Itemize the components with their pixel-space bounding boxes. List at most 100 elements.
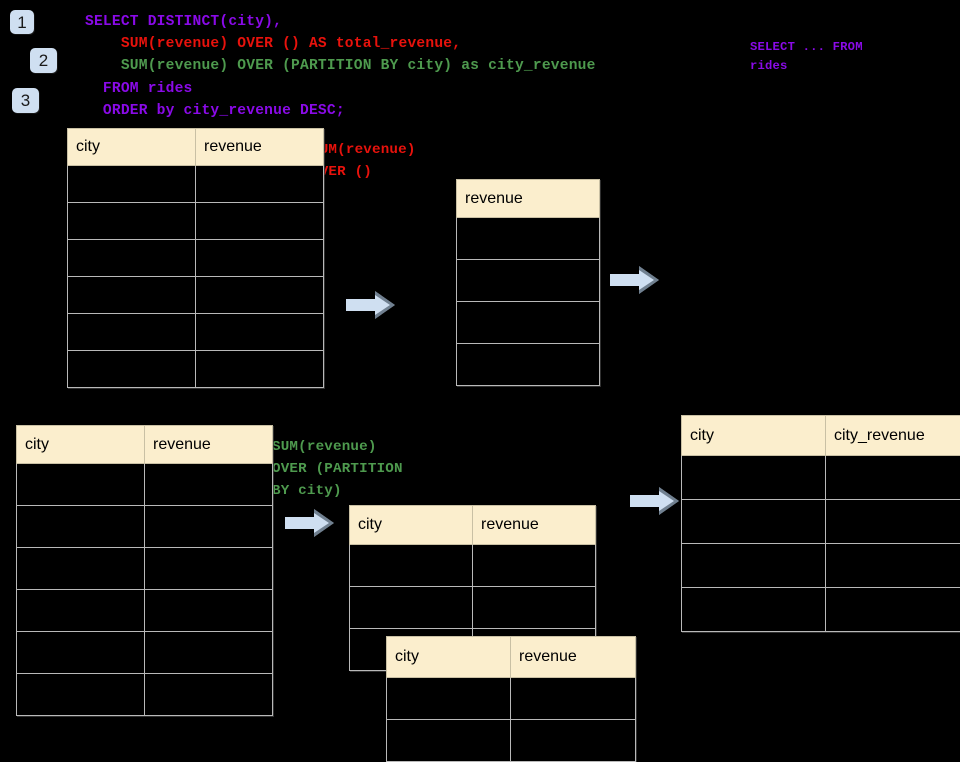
table-row[interactable] [350, 545, 596, 587]
table-cell [17, 632, 145, 674]
table-cell [17, 590, 145, 632]
table-row[interactable] [682, 456, 960, 500]
table-row[interactable] [17, 464, 273, 506]
table-row[interactable] [17, 506, 273, 548]
table-cell [196, 277, 324, 314]
annotation-total-revenue-line-1: SUM(revenue) [311, 139, 416, 161]
table-header-row: city revenue [387, 637, 636, 678]
partition-group-table-front[interactable]: city revenue [386, 636, 636, 762]
table-row[interactable] [17, 590, 273, 632]
table-row[interactable] [682, 544, 960, 588]
column-header-revenue: revenue [457, 180, 600, 218]
table-row[interactable] [68, 240, 324, 277]
table-cell [145, 506, 273, 548]
table-cell [196, 351, 324, 388]
table-cell [68, 166, 196, 203]
column-header-revenue: revenue [145, 426, 273, 464]
table-row[interactable] [457, 344, 600, 386]
sql-line-select: SELECT DISTINCT(city), [85, 12, 282, 34]
table-row[interactable] [68, 351, 324, 388]
arrow-source-to-total [346, 290, 396, 320]
table-cell [17, 464, 145, 506]
table-row[interactable] [350, 587, 596, 629]
column-header-city: city [682, 416, 826, 456]
table-cell [68, 240, 196, 277]
table-row[interactable] [68, 166, 324, 203]
table-header-row: city revenue [17, 426, 273, 464]
table-row[interactable] [17, 632, 273, 674]
annotation-city-revenue-line-1: SUM(revenue) [272, 436, 377, 458]
table-header-row: city city_revenue [682, 416, 960, 456]
table-cell [682, 544, 826, 588]
table-cell [457, 260, 600, 302]
rides-source-table-top[interactable]: city revenue [67, 128, 324, 388]
table-cell [17, 674, 145, 716]
table-cell [68, 314, 196, 351]
table-row[interactable] [457, 260, 600, 302]
table-cell [826, 500, 960, 544]
rides-source-table-bottom[interactable]: city revenue [16, 425, 273, 716]
arrow-total-to-result [610, 265, 660, 295]
table-row[interactable] [387, 678, 636, 720]
table-row[interactable] [68, 314, 324, 351]
table-cell [17, 506, 145, 548]
table-header-row: city revenue [68, 129, 324, 166]
table-cell [457, 344, 600, 386]
column-header-city: city [68, 129, 196, 166]
sql-line-city-revenue: SUM(revenue) OVER (PARTITION BY city) as… [85, 56, 596, 78]
table-cell [387, 678, 511, 720]
table-cell [145, 590, 273, 632]
table-cell [387, 720, 511, 762]
table-cell [350, 545, 473, 587]
table-cell [68, 277, 196, 314]
table-row[interactable] [17, 548, 273, 590]
table-cell [511, 678, 636, 720]
step-badge-2-label: 2 [39, 52, 48, 69]
step-badge-1[interactable]: 1 [10, 10, 34, 34]
result-table[interactable]: city city_revenue [681, 415, 960, 632]
table-cell [473, 587, 596, 629]
table-row[interactable] [457, 302, 600, 344]
step-badge-1-label: 1 [17, 14, 26, 31]
column-header-revenue: revenue [511, 637, 636, 678]
diagram-canvas: 1 2 3 SELECT DISTINCT(city), SUM(revenue… [0, 0, 960, 720]
table-row[interactable] [68, 277, 324, 314]
table-row[interactable] [682, 500, 960, 544]
sql-line-order-by: ORDER by city_revenue DESC; [85, 101, 345, 123]
table-cell [457, 218, 600, 260]
column-header-city: city [350, 506, 473, 545]
table-cell [826, 544, 960, 588]
column-header-city-revenue: city_revenue [826, 416, 960, 456]
table-cell [511, 720, 636, 762]
column-header-revenue: revenue [196, 129, 324, 166]
table-header-row: city revenue [350, 506, 596, 545]
table-row[interactable] [457, 218, 600, 260]
table-row[interactable] [17, 674, 273, 716]
table-cell [473, 545, 596, 587]
step-badge-2[interactable]: 2 [30, 48, 57, 73]
step-badge-3[interactable]: 3 [12, 88, 39, 113]
table-row[interactable] [387, 720, 636, 762]
total-revenue-table[interactable]: revenue [456, 179, 600, 386]
table-cell [68, 203, 196, 240]
table-cell [826, 456, 960, 500]
side-note-line-2: rides [750, 57, 788, 76]
table-cell [826, 588, 960, 632]
table-row[interactable] [682, 588, 960, 632]
table-cell [682, 588, 826, 632]
table-cell [682, 500, 826, 544]
table-cell [17, 548, 145, 590]
table-header-row: revenue [457, 180, 600, 218]
table-cell [350, 587, 473, 629]
column-header-revenue: revenue [473, 506, 596, 545]
table-row[interactable] [68, 203, 324, 240]
column-header-city: city [387, 637, 511, 678]
table-cell [196, 314, 324, 351]
sql-line-total-revenue: SUM(revenue) OVER () AS total_revenue, [85, 34, 461, 56]
table-cell [145, 548, 273, 590]
step-badge-3-label: 3 [21, 92, 30, 109]
sql-line-from: FROM rides [85, 79, 193, 101]
table-cell [145, 632, 273, 674]
table-cell [68, 351, 196, 388]
table-cell [196, 240, 324, 277]
